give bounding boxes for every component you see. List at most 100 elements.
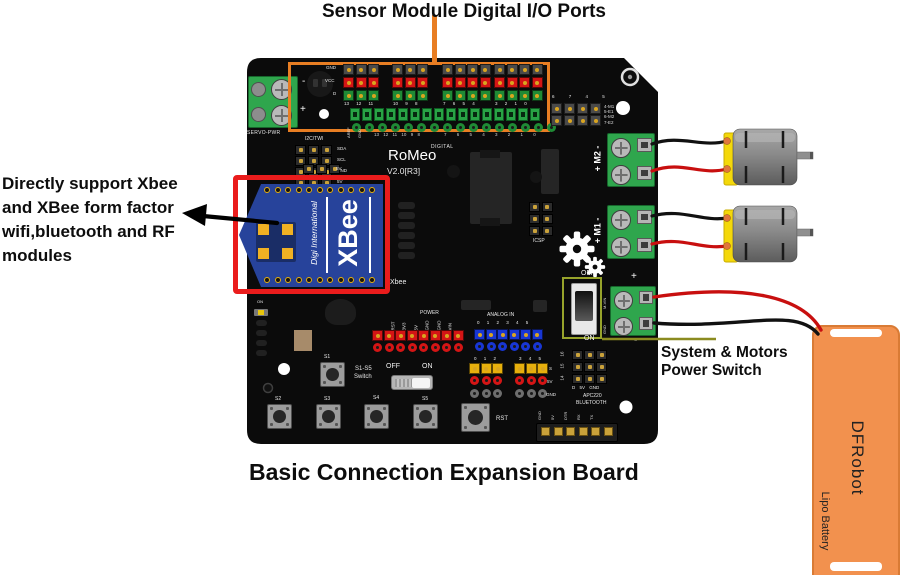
pin	[541, 226, 553, 236]
pin	[406, 330, 418, 341]
buzzer-pad-2	[322, 79, 327, 87]
pin	[368, 90, 379, 101]
pin	[285, 277, 291, 283]
s5-label: S5	[422, 396, 429, 402]
pin	[482, 108, 492, 121]
pin	[417, 90, 428, 101]
pin	[537, 363, 548, 374]
pin	[470, 389, 479, 398]
pad-capsule	[398, 222, 415, 229]
pin	[529, 226, 540, 236]
pin	[494, 90, 505, 101]
pin	[515, 389, 524, 398]
sswitch-off-label: OFF	[386, 363, 400, 370]
battery-brand: DFRobot	[848, 420, 867, 496]
lipo-battery: DFRobot Lipo Battery	[812, 325, 900, 575]
pin	[362, 108, 372, 121]
dio-gnd-row-a	[343, 64, 379, 75]
pin	[303, 164, 314, 174]
xbee-socket-label: Xbee	[390, 279, 407, 286]
serial-tx-label: TX	[589, 414, 594, 420]
pin	[506, 64, 518, 75]
button-s4	[364, 404, 389, 429]
sensor-gnd-label: GND	[546, 392, 556, 397]
pin	[494, 108, 504, 121]
on-led-label: ON	[257, 299, 263, 304]
apc-14-label: 14	[559, 375, 565, 381]
pin	[337, 187, 344, 193]
sswitch-label-2: Switch	[354, 374, 372, 380]
board-version: V2.0[R3]	[387, 166, 421, 176]
pin	[584, 374, 595, 384]
dio-vcc-row-c	[442, 77, 491, 88]
pad-capsule	[398, 242, 415, 249]
sensor-gnd-row-b	[515, 389, 547, 398]
pin	[467, 90, 478, 101]
m1-clamp-1	[637, 210, 652, 224]
pin	[306, 187, 312, 193]
servo-pwr-label: SERVO-PWR	[247, 130, 281, 136]
sensor-numbers-a: 0 1 2	[474, 356, 497, 361]
pin	[348, 187, 354, 193]
left-annotation-line4: modules	[2, 246, 72, 265]
jumper-row-2	[551, 115, 601, 126]
pin	[584, 350, 595, 360]
digital-row2-label: VCC	[325, 78, 335, 83]
sensor-5v-row-a	[470, 376, 502, 385]
capacitor	[325, 299, 356, 325]
pin	[498, 342, 507, 351]
battery-type: Lipo Battery	[819, 491, 831, 551]
button-s2	[267, 404, 292, 429]
mvin-minus-label: -	[634, 335, 638, 346]
pin	[470, 108, 480, 121]
pin	[479, 90, 491, 101]
pin	[525, 363, 537, 374]
xbee-module: Digi International XBee	[239, 184, 383, 287]
rst-label: RST	[496, 416, 508, 422]
digital-label: DIGITAL	[431, 144, 454, 150]
switch-highlight-box	[562, 277, 602, 339]
pin	[358, 277, 365, 283]
m1-clamp-2	[637, 238, 652, 252]
power-switch	[571, 283, 597, 335]
pin	[590, 115, 601, 126]
pin	[452, 330, 464, 341]
pin	[454, 64, 466, 75]
button-s1	[320, 362, 345, 387]
jumper-map-3: 6-M2	[604, 114, 615, 120]
i2c-label: I2C/TWI	[305, 136, 324, 142]
icsp-row-2	[529, 214, 553, 224]
pin	[374, 108, 384, 121]
s1-s5-switch-knob	[412, 378, 430, 388]
pin	[526, 389, 536, 398]
pin	[474, 329, 485, 340]
pin	[529, 202, 540, 212]
smd-chip	[533, 300, 547, 312]
pin	[404, 90, 416, 101]
pin	[355, 64, 367, 75]
switch-track	[395, 379, 412, 387]
dio-d-row-a	[343, 90, 379, 101]
pin	[274, 187, 281, 193]
pin	[316, 277, 323, 283]
analog-numbers: 0 1 2 3 4 5	[477, 320, 529, 325]
pin	[493, 389, 502, 398]
m2-clamp-2	[637, 166, 652, 180]
power-pin-gnd2: GND	[436, 320, 442, 331]
jumper-map-4: 7-E2	[604, 119, 614, 125]
left-annotation: Directly support Xbee and XBee form fact…	[2, 172, 212, 268]
xbee-divider-1	[326, 197, 328, 273]
pin	[422, 108, 432, 121]
pin	[407, 343, 417, 352]
pin	[391, 123, 400, 132]
left-annotation-line1: Directly support Xbee	[2, 174, 178, 193]
pin	[295, 145, 306, 155]
pad-capsule	[256, 330, 267, 336]
pin	[541, 202, 553, 212]
pin	[469, 123, 478, 132]
pad-capsule	[398, 232, 415, 239]
pin	[572, 350, 583, 360]
pin	[417, 123, 426, 132]
pin	[596, 362, 607, 372]
servo-screw-1	[271, 79, 292, 100]
